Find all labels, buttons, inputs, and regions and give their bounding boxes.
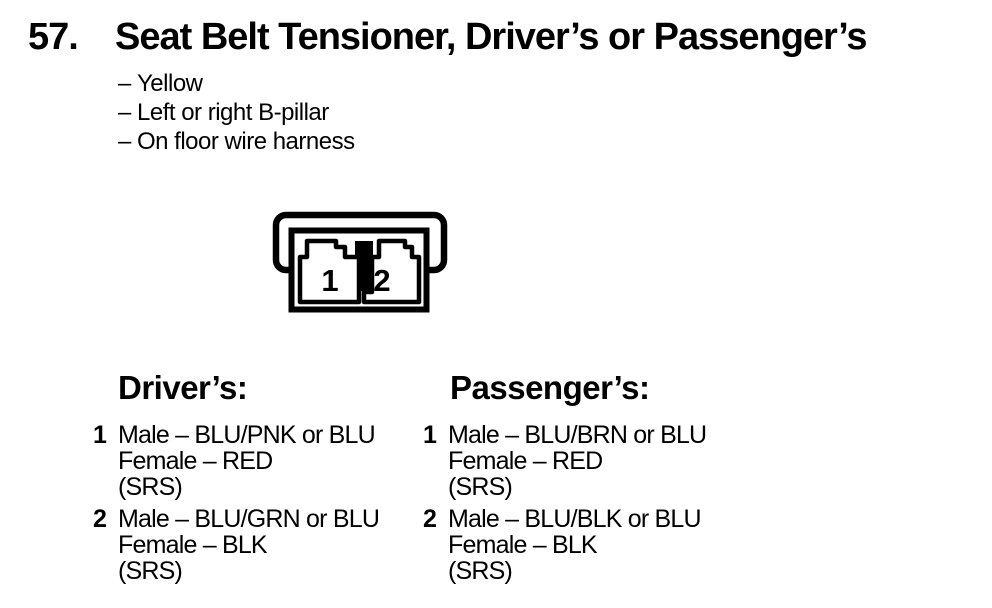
- pin-lines: Male – BLU/PNK or BLU Female – RED (SRS): [118, 421, 376, 501]
- pin-system-note: (SRS): [118, 557, 183, 585]
- pin-wire-male: Male – BLU/GRN or BLU: [118, 505, 380, 533]
- pin-item: 2 Male – BLU/GRN or BLU Female – BLK (SR…: [93, 505, 380, 585]
- passenger-column-heading: Passenger’s:: [450, 369, 650, 406]
- pin-lines: Male – BLU/GRN or BLU Female – BLK (SRS): [118, 505, 380, 585]
- detail-text: Yellow: [137, 70, 203, 97]
- pin-item: 1 Male – BLU/BRN or BLU Female – RED (SR…: [423, 421, 707, 501]
- pin-wire-female: Female – BLK: [118, 531, 268, 559]
- pin-wire-male: Male – BLU/BRN or BLU: [448, 421, 707, 449]
- detail-text: On floor wire harness: [137, 128, 355, 155]
- detail-item: –Left or right B-pillar: [118, 98, 355, 127]
- pin-wire-male: Male – BLU/BLK or BLU: [448, 505, 702, 533]
- detail-text: Left or right B-pillar: [137, 99, 329, 126]
- pin-cavity-2-label: 2: [373, 263, 390, 298]
- pin-lines: Male – BLU/BLK or BLU Female – BLK (SRS): [448, 505, 702, 585]
- pin-number: 2: [93, 505, 107, 533]
- pin-item: 1 Male – BLU/PNK or BLU Female – RED (SR…: [93, 422, 379, 500]
- detail-list: –Yellow –Left or right B-pillar –On floo…: [118, 69, 355, 156]
- connector-diagram: 1 2: [263, 203, 457, 321]
- section-number: 57.: [28, 16, 79, 58]
- pin-lines: Male – BLU/BRN or BLU Female – RED (SRS): [448, 421, 707, 501]
- pin-wire-female: Female – RED: [118, 447, 273, 475]
- passenger-pinout-list: 1 Male – BLU/BRN or BLU Female – RED (SR…: [423, 421, 707, 590]
- pin-cavity-1: [297, 238, 362, 305]
- bullet-dash: –: [118, 128, 131, 155]
- pin-system-note: (SRS): [448, 473, 513, 501]
- detail-item: –Yellow: [118, 69, 355, 98]
- pin-number: 1: [423, 421, 437, 449]
- driver-column-heading: Driver’s:: [118, 369, 248, 406]
- pin-number: 1: [93, 421, 107, 449]
- connector-diagram-svg: 1 2: [272, 211, 448, 313]
- detail-item: –On floor wire harness: [118, 127, 355, 156]
- pin-wire-female: Female – BLK: [448, 531, 598, 559]
- bullet-dash: –: [118, 70, 131, 97]
- pin-cavity-1-label: 1: [321, 263, 338, 298]
- driver-pinout-list: 1 Male – BLU/PNK or BLU Female – RED (SR…: [93, 422, 380, 590]
- bullet-dash: –: [118, 99, 131, 126]
- pin-wire-female: Female – RED: [448, 447, 603, 475]
- pin-number: 2: [423, 505, 437, 533]
- pin-item: 2 Male – BLU/BLK or BLU Female – BLK (SR…: [423, 506, 706, 584]
- pin-wire-male: Male – BLU/PNK or BLU: [118, 421, 376, 449]
- pin-system-note: (SRS): [448, 557, 513, 585]
- pin-cavity-2: [361, 238, 422, 305]
- pin-system-note: (SRS): [118, 473, 183, 501]
- page-title: Seat Belt Tensioner, Driver’s or Passeng…: [115, 16, 868, 58]
